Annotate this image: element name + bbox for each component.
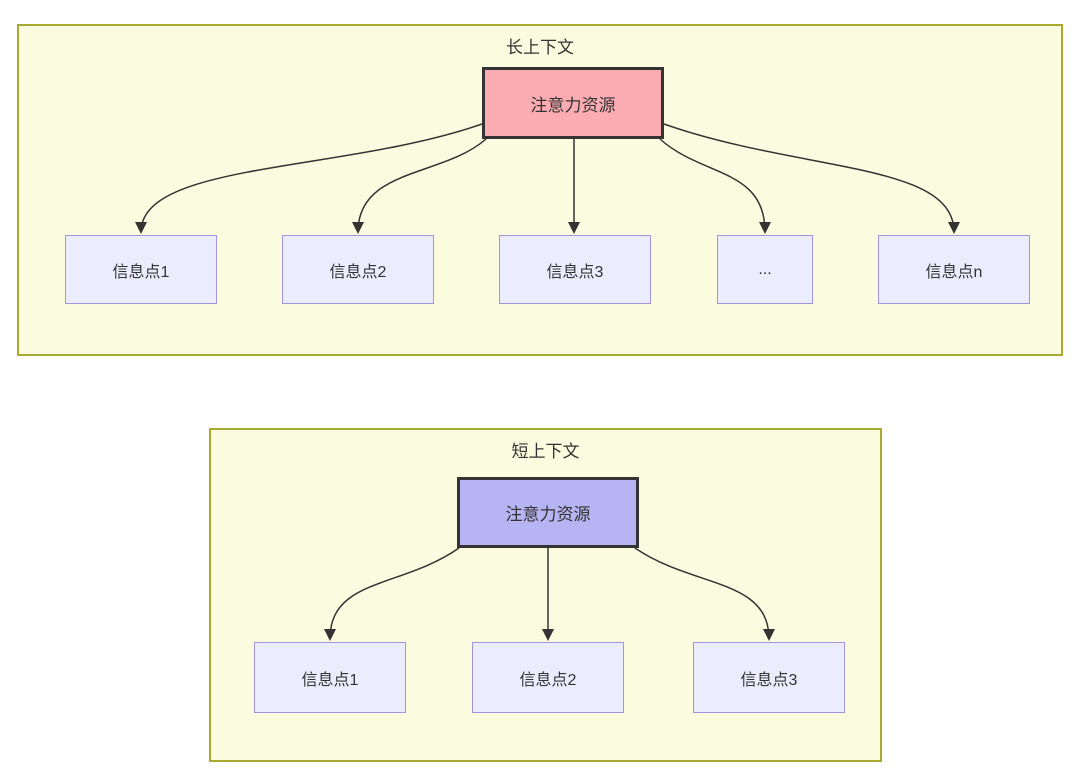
node-long-info-3: 信息点3 (499, 235, 651, 304)
node-long-attention: 注意力资源 (482, 67, 664, 139)
node-long-info-dots: ... (717, 235, 813, 304)
subgraph-long-context-title: 长上下文 (506, 38, 574, 57)
node-long-info-1: 信息点1 (65, 235, 217, 304)
node-short-info-2: 信息点2 (472, 642, 624, 713)
node-long-info-2: 信息点2 (282, 235, 434, 304)
node-short-info-1: 信息点1 (254, 642, 406, 713)
node-short-info-3: 信息点3 (693, 642, 845, 713)
subgraph-short-context-title: 短上下文 (511, 442, 580, 461)
node-long-info-n: 信息点n (878, 235, 1030, 304)
node-short-attention: 注意力资源 (457, 477, 639, 548)
